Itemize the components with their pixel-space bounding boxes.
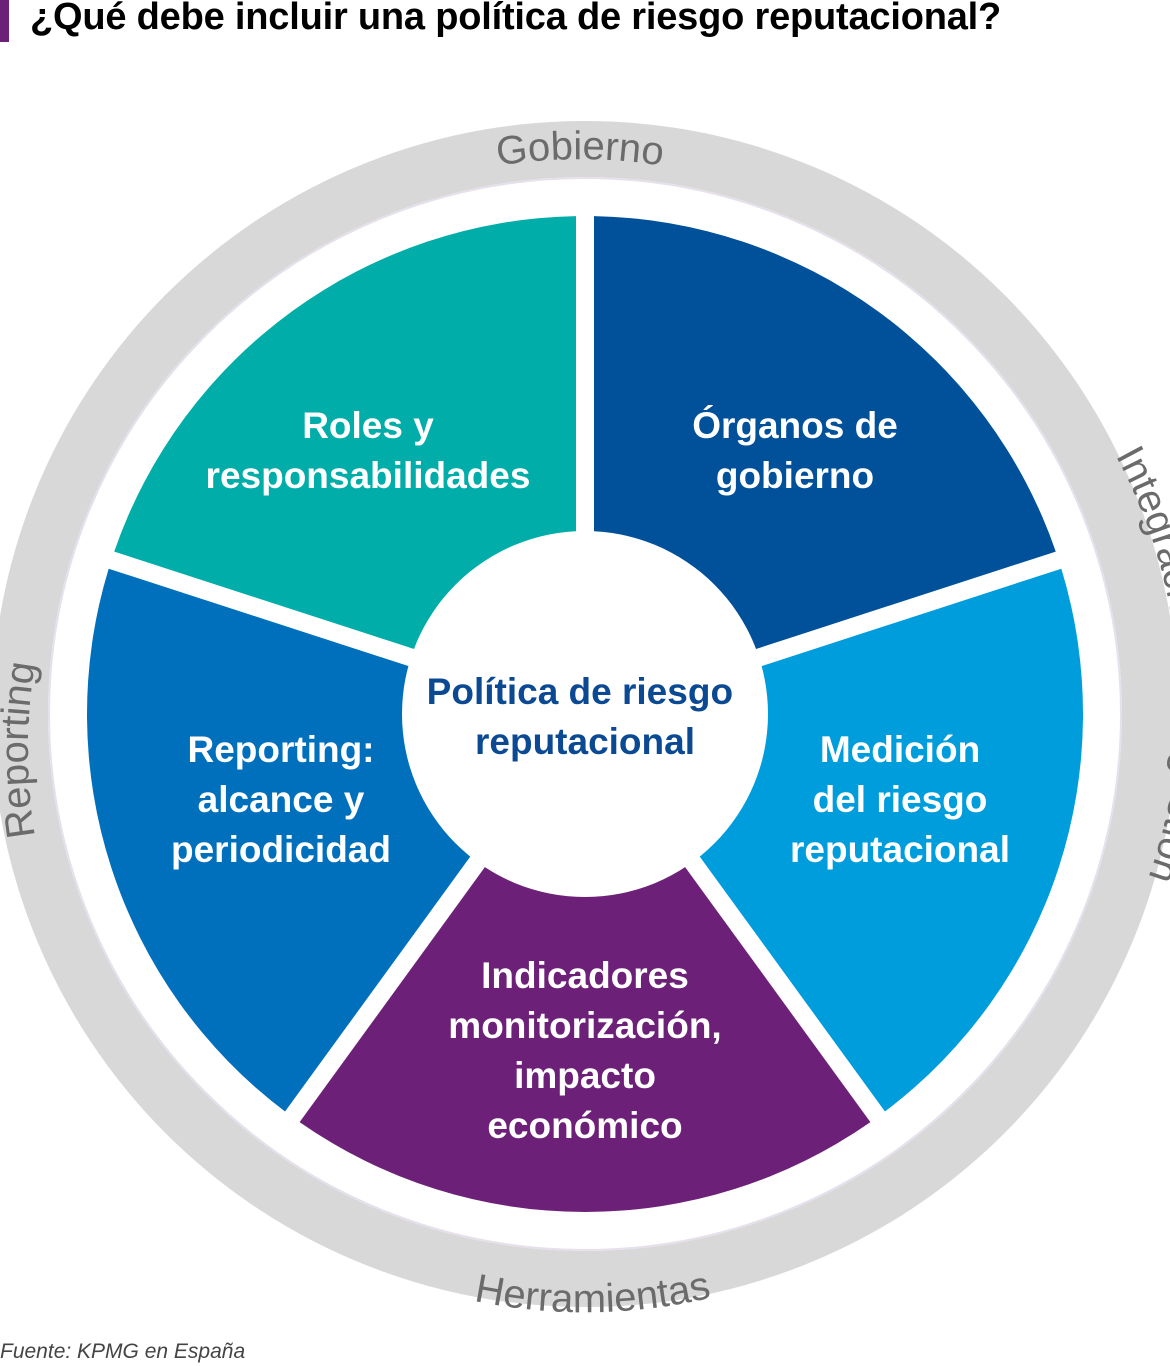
segment-label-indicadores: Indicadores monitorización, impacto económi… xyxy=(448,955,721,1146)
ring-label-gobierno: Gobierno xyxy=(494,124,667,174)
segment-label-roles: Roles y responsabilidades xyxy=(206,405,531,496)
segment-label-medicion-line-1: Medición xyxy=(820,729,980,770)
segment-label-indicadores-line-3: impacto xyxy=(514,1055,656,1096)
center-label-line-2: reputacional xyxy=(475,721,695,762)
segment-label-indicadores-line-2: monitorización, xyxy=(448,1005,721,1046)
page-title: ¿Qué debe incluir una política de riesgo… xyxy=(30,0,1002,38)
ring-label-gobierno-text: Gobierno xyxy=(494,124,667,174)
center-label: Política de riesgo reputacional xyxy=(427,671,744,762)
title-bar: ¿Qué debe incluir una política de riesgo… xyxy=(0,0,1170,44)
segment-label-medicion-line-2: del riesgo xyxy=(813,779,988,820)
source-note: Fuente: KPMG en España xyxy=(0,1340,246,1363)
segment-label-reporting-line-1: Reporting: xyxy=(187,729,374,770)
segment-label-organos: Órganos de gobierno xyxy=(692,404,898,496)
segment-label-roles-line-2: responsabilidades xyxy=(206,455,531,496)
segment-indicadores xyxy=(299,729,871,1212)
segment-label-medicion-line-3: reputacional xyxy=(790,829,1010,870)
center-circle xyxy=(402,531,768,897)
segment-label-reporting-line-3: periodicidad xyxy=(171,829,391,870)
segment-label-roles-line-1: Roles y xyxy=(302,405,434,446)
outer-ring xyxy=(0,121,1170,1307)
outer-ring-inner-edge xyxy=(48,177,1122,1251)
segment-label-organos-line-1: Órganos de xyxy=(692,404,898,446)
segment-label-medicion: Medición del riesgo reputacional xyxy=(790,729,1010,870)
segment-label-reporting: Reporting: alcance y periodicidad xyxy=(171,729,391,870)
title-accent-bar xyxy=(0,0,9,42)
segment-label-indicadores-line-1: Indicadores xyxy=(481,955,689,996)
segment-label-organos-line-2: gobierno xyxy=(716,455,874,496)
segment-label-reporting-line-2: alcance y xyxy=(198,779,365,820)
center-label-line-1: Política de riesgo xyxy=(427,671,733,712)
segment-label-indicadores-line-4: económico xyxy=(487,1105,682,1146)
